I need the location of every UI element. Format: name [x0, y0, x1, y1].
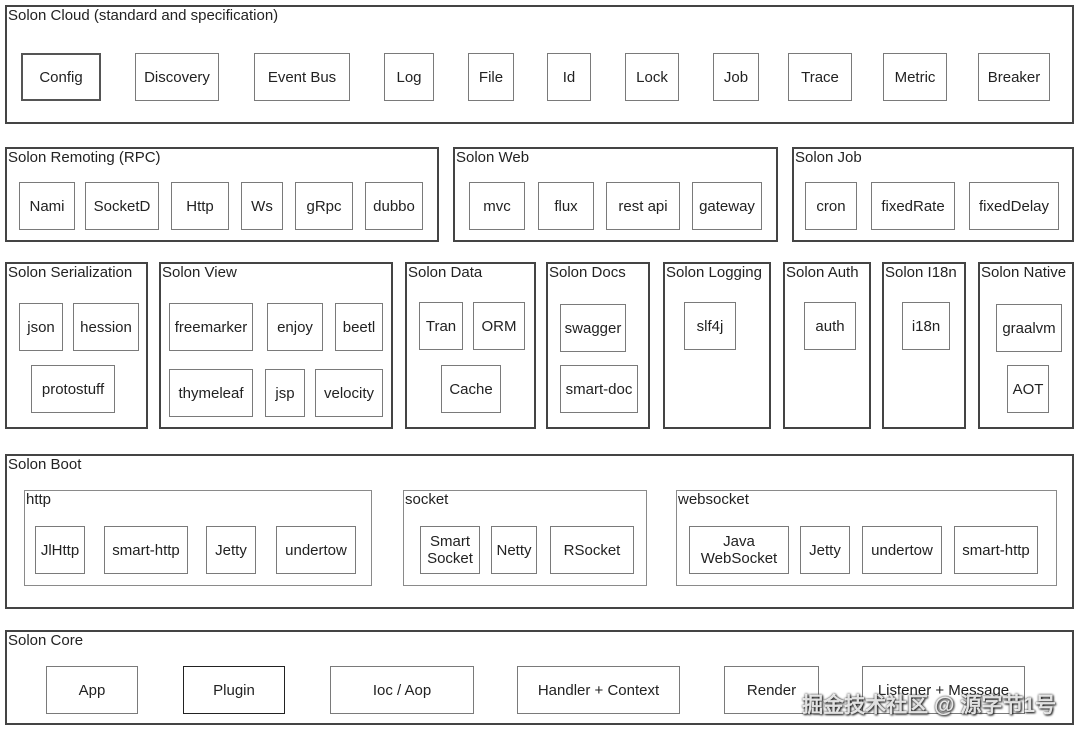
component-jlhttp[interactable]: JlHttp	[35, 526, 85, 574]
group-title: Solon Cloud (standard and specification)	[8, 7, 279, 24]
component-json[interactable]: json	[19, 303, 63, 351]
component-http[interactable]: Http	[171, 182, 229, 230]
component-log[interactable]: Log	[384, 53, 434, 101]
component-dubbo[interactable]: dubbo	[365, 182, 423, 230]
subgroup-socket: socket Smart Socket Netty RSocket	[403, 490, 647, 586]
group-solon-view: Solon View freemarker enjoy beetl thymel…	[159, 262, 393, 429]
component-beetl[interactable]: beetl	[335, 303, 383, 351]
component-undertow[interactable]: undertow	[862, 526, 942, 574]
group-title: Solon Job	[795, 149, 862, 166]
group-title: Solon Remoting (RPC)	[8, 149, 161, 166]
subgroup-title: socket	[405, 491, 449, 508]
component-i18n[interactable]: i18n	[902, 302, 950, 350]
component-fixedrate[interactable]: fixedRate	[871, 182, 955, 230]
subgroup-websocket: websocket Java WebSocket Jetty undertow …	[676, 490, 1057, 586]
component-ws[interactable]: Ws	[241, 182, 283, 230]
group-title: Solon Web	[456, 149, 530, 166]
component-smart-doc[interactable]: smart-doc	[560, 365, 638, 413]
group-solon-i18n: Solon I18n i18n	[882, 262, 966, 429]
component-cache[interactable]: Cache	[441, 365, 501, 413]
component-gateway[interactable]: gateway	[692, 182, 762, 230]
group-solon-web: Solon Web mvc flux rest api gateway	[453, 147, 778, 242]
component-undertow[interactable]: undertow	[276, 526, 356, 574]
component-orm[interactable]: ORM	[473, 302, 525, 350]
group-title: Solon Serialization	[8, 264, 133, 281]
component-tran[interactable]: Tran	[419, 302, 463, 350]
component-hession[interactable]: hession	[73, 303, 139, 351]
group-title: Solon View	[162, 264, 237, 281]
component-rsocket[interactable]: RSocket	[550, 526, 634, 574]
component-app[interactable]: App	[46, 666, 138, 714]
component-render[interactable]: Render	[724, 666, 819, 714]
group-solon-remoting: Solon Remoting (RPC) Nami SocketD Http W…	[5, 147, 439, 242]
group-solon-cloud: Solon Cloud (standard and specification)…	[5, 5, 1074, 124]
group-solon-core: Solon Core App Plugin Ioc / Aop Handler …	[5, 630, 1074, 725]
subgroup-title: http	[26, 491, 52, 508]
subgroup-http: http JlHttp smart-http Jetty undertow	[24, 490, 372, 586]
component-ioc-aop[interactable]: Ioc / Aop	[330, 666, 474, 714]
component-trace[interactable]: Trace	[788, 53, 852, 101]
group-solon-serialization: Solon Serialization json hession protost…	[5, 262, 148, 429]
group-title: Solon Core	[8, 632, 84, 649]
component-grpc[interactable]: gRpc	[295, 182, 353, 230]
group-title: Solon Boot	[8, 456, 82, 473]
component-flux[interactable]: flux	[538, 182, 594, 230]
component-thymeleaf[interactable]: thymeleaf	[169, 369, 253, 417]
component-smart-http[interactable]: smart-http	[104, 526, 188, 574]
subgroup-title: websocket	[678, 491, 749, 508]
component-smart-socket[interactable]: Smart Socket	[420, 526, 480, 574]
component-jetty[interactable]: Jetty	[800, 526, 850, 574]
component-id[interactable]: Id	[547, 53, 591, 101]
component-jsp[interactable]: jsp	[265, 369, 305, 417]
component-file[interactable]: File	[468, 53, 514, 101]
group-solon-job: Solon Job cron fixedRate fixedDelay	[792, 147, 1074, 242]
component-listener-message[interactable]: Listener + Message	[862, 666, 1025, 714]
component-fixeddelay[interactable]: fixedDelay	[969, 182, 1059, 230]
component-lock[interactable]: Lock	[625, 53, 679, 101]
group-solon-boot: Solon Boot http JlHttp smart-http Jetty …	[5, 454, 1074, 609]
component-event-bus[interactable]: Event Bus	[254, 53, 350, 101]
group-solon-data: Solon Data Tran ORM Cache	[405, 262, 536, 429]
component-breaker[interactable]: Breaker	[978, 53, 1050, 101]
watermark: 掘金技术社区 @ 源字节1号	[802, 694, 1056, 717]
component-freemarker[interactable]: freemarker	[169, 303, 253, 351]
component-cron[interactable]: cron	[805, 182, 857, 230]
component-rest-api[interactable]: rest api	[606, 182, 680, 230]
group-title: Solon Native	[981, 264, 1067, 281]
component-enjoy[interactable]: enjoy	[267, 303, 323, 351]
component-auth[interactable]: auth	[804, 302, 856, 350]
group-solon-logging: Solon Logging slf4j	[663, 262, 771, 429]
component-metric[interactable]: Metric	[883, 53, 947, 101]
group-title: Solon Auth	[786, 264, 859, 281]
group-title: Solon I18n	[885, 264, 957, 281]
component-handler-context[interactable]: Handler + Context	[517, 666, 680, 714]
component-jetty[interactable]: Jetty	[206, 526, 256, 574]
component-slf4j[interactable]: slf4j	[684, 302, 736, 350]
component-plugin[interactable]: Plugin	[183, 666, 285, 714]
component-protostuff[interactable]: protostuff	[31, 365, 115, 413]
component-socketd[interactable]: SocketD	[85, 182, 159, 230]
group-solon-docs: Solon Docs swagger smart-doc	[546, 262, 650, 429]
component-config[interactable]: Config	[21, 53, 101, 101]
component-java-websocket[interactable]: Java WebSocket	[689, 526, 789, 574]
component-aot[interactable]: AOT	[1007, 365, 1049, 413]
component-discovery[interactable]: Discovery	[135, 53, 219, 101]
group-solon-auth: Solon Auth auth	[783, 262, 871, 429]
component-netty[interactable]: Netty	[491, 526, 537, 574]
group-title: Solon Logging	[666, 264, 762, 281]
group-title: Solon Docs	[549, 264, 626, 281]
component-mvc[interactable]: mvc	[469, 182, 525, 230]
component-smart-http[interactable]: smart-http	[954, 526, 1038, 574]
component-nami[interactable]: Nami	[19, 182, 75, 230]
component-graalvm[interactable]: graalvm	[996, 304, 1062, 352]
component-swagger[interactable]: swagger	[560, 304, 626, 352]
group-solon-native: Solon Native graalvm AOT	[978, 262, 1074, 429]
group-title: Solon Data	[408, 264, 483, 281]
component-job[interactable]: Job	[713, 53, 759, 101]
component-velocity[interactable]: velocity	[315, 369, 383, 417]
